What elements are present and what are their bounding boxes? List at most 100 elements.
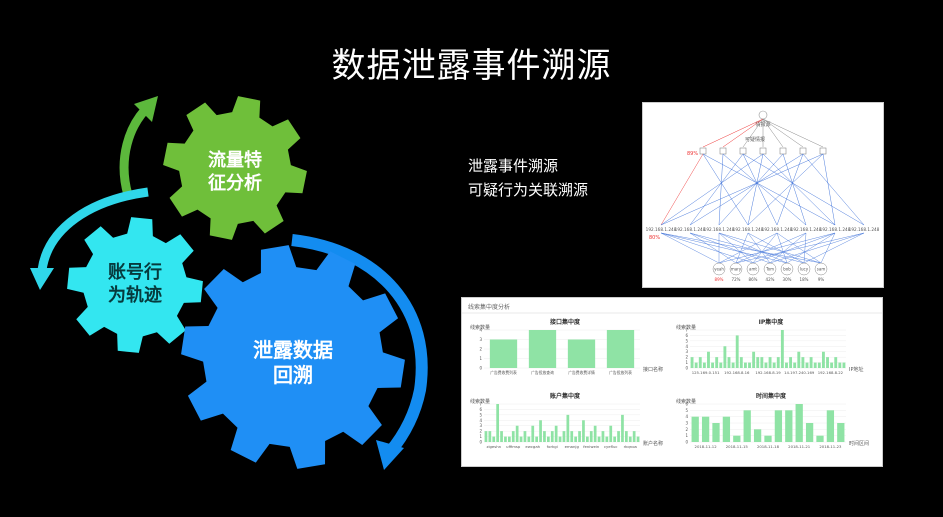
graph-edge [719,154,723,225]
stats-bar [527,437,530,442]
stats-chart-title: 时间集中度 [756,392,787,400]
trace-graph: 情报源可疑情报89%192.168.1.248192.168.1.248192.… [643,103,883,287]
graph-mid-node [740,148,746,154]
graph-edge [803,154,864,225]
stats-bar [806,363,809,368]
stats-xtick: uffimsp [506,444,521,449]
stats-bar [715,357,718,368]
stats-bar [838,363,841,368]
stats-bar [777,357,780,368]
graph-edge [763,119,823,147]
stats-header: 线索集中度分析 [468,303,510,311]
stats-bar [485,431,488,442]
stats-bar [723,346,726,368]
graph-edge [823,154,835,225]
stats-bar [535,437,538,442]
stats-bar [756,357,759,368]
graph-ip-node: 192.168.1.248 [849,227,880,232]
gear-leak-line1: 泄露数据 [228,338,358,363]
stats-bar [633,431,636,442]
graph-mid-node [720,148,726,154]
stats-ytick: 2 [685,355,688,360]
stats-xtick: zigeshn [486,444,501,449]
stats-bar [520,437,523,442]
graph-ip-node: 192.168.1.248 [646,227,677,232]
stats-bar [504,437,507,442]
gear-account-line2: 为轨迹 [80,285,190,308]
stats-bar [801,357,804,368]
graph-edge [763,119,803,147]
stats-xtick: 广告费收费列表 [490,370,517,375]
stats-ytick: 2 [685,427,688,432]
stats-xtick: rkqnoa [624,444,637,449]
stats-bar [488,431,491,442]
graph-mid-node [760,148,766,154]
stats-bar [785,363,788,368]
stats-bar [512,431,515,442]
stats-xtick: 2018-11-21 [788,444,811,449]
gear-leak-label: 泄露数据 回溯 [228,338,358,388]
stats-xtick: 2018-11-23 [819,444,842,449]
graph-edge [723,154,806,225]
stats-bar [531,426,534,442]
graph-edge [736,233,864,263]
stats-bar [524,431,527,442]
stats-bar [834,357,837,368]
stats-ytick: 0 [685,440,688,445]
stats-ytick: 0 [479,366,482,371]
graph-ip-node: 192.168.1.248 [733,227,764,232]
graph-edge [690,154,743,225]
arrow-green [124,105,150,195]
stats-bar [736,335,739,368]
stats-bar [822,352,825,368]
stats-bar [692,417,699,442]
stats-xtick: 192.168.8.19 [755,370,781,375]
stats-bar [711,363,714,368]
stats-bar [508,437,511,442]
stats-bar [728,357,731,368]
stats-ytick: 2 [479,347,482,352]
stats-bar [621,415,624,442]
graph-user-label: lucy [800,267,809,272]
stats-bar [797,352,800,368]
stats-xtick: 2018-11-12 [695,444,718,449]
graph-mid-label: 可疑情报 [745,136,765,143]
stats-xtick: 125.169.0.151 [692,370,720,375]
stats-chart-xlabel: IP地址 [849,366,864,373]
stats-bar [733,436,740,442]
stats-chart-title: IP集中度 [759,318,785,326]
graph-user-pct: 86% [749,277,758,282]
stats-bar [703,363,706,368]
graph-mid-node [800,148,806,154]
graph-user-pct: 42% [766,277,775,282]
graph-edge [703,154,748,225]
stats-bar [574,437,577,442]
graph-edge [661,233,719,263]
stats-bar [740,357,743,368]
stats-bar [793,363,796,368]
graph-user-label: Tom [765,267,774,272]
stats-bar [547,437,550,442]
graph-edge [743,154,864,225]
stats-ytick: 5 [685,338,688,343]
stats-bar [566,415,569,442]
stats-bar [496,404,499,442]
stats-bar [754,429,761,442]
stats-bar [500,431,503,442]
stats-ytick: 1 [479,434,482,439]
graph-user-label: amt [749,267,757,272]
stats-bar [625,431,628,442]
stats-bar [516,426,519,442]
graph-edge [690,233,770,263]
stats-bar [775,410,782,442]
side-text-line2: 可疑行为关联溯源 [468,179,588,200]
stats-ytick: 6 [479,407,482,412]
stats-bar [590,431,593,442]
stats-chart-xlabel: 接口名称 [643,366,663,373]
stats-bar [789,357,792,368]
stats-bar [582,420,585,442]
graph-edge [777,233,787,263]
stats-bar [826,357,829,368]
stats-xtick: 广告投放列表 [609,370,632,375]
